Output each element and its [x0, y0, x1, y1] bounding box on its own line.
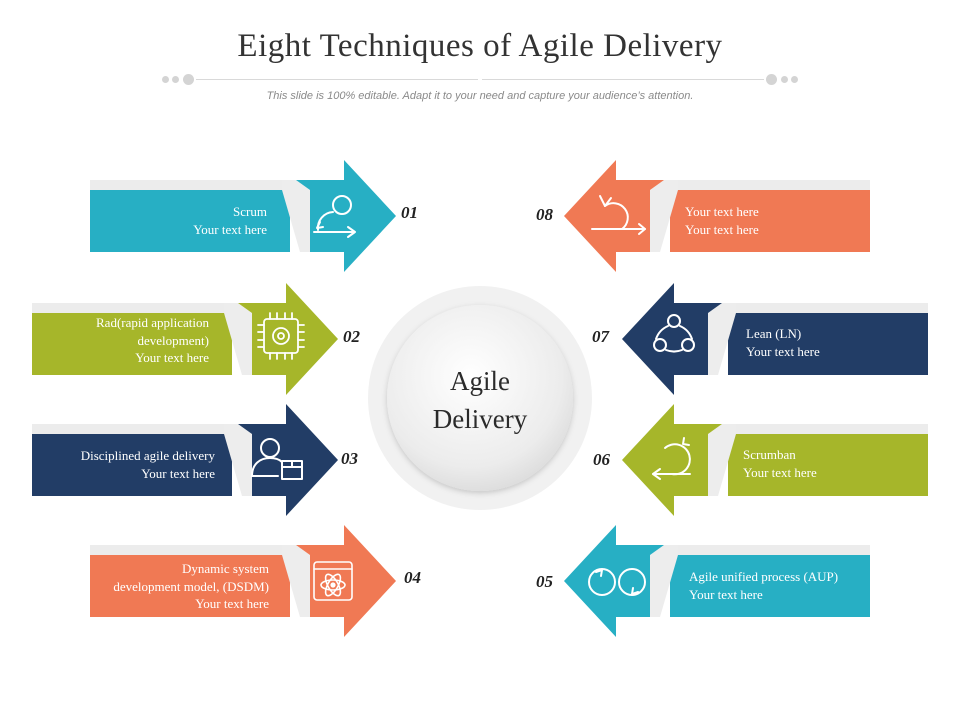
technique-07-title: Lean (LN): [746, 326, 802, 341]
rule-dot: [162, 76, 169, 83]
rule-dot: [781, 76, 788, 83]
chip-gear-icon: [257, 312, 305, 360]
rule-dot: [791, 76, 798, 83]
technique-02-title-1: Rad(rapid application: [96, 315, 209, 330]
technique-08-number: 08: [536, 205, 553, 224]
page-title: Eight Techniques of Agile Delivery: [237, 28, 723, 64]
technique-08-text: Your text here: [685, 221, 759, 237]
technique-05-title: Agile unified process (AUP): [689, 569, 839, 584]
technique-01-number: 01: [401, 203, 418, 222]
title-rule-right: [482, 79, 764, 80]
user-box-icon: [251, 438, 303, 480]
technique-08-arrow: [564, 160, 870, 272]
technique-06-number: 06: [593, 450, 610, 469]
technique-03-label: Disciplined agile delivery Your text her…: [81, 447, 215, 482]
infinity-loop-icon: [588, 568, 646, 596]
technique-01-label: Scrum Your text here: [193, 203, 267, 238]
technique-06-title: Scrumban: [743, 447, 796, 462]
technique-02-text: Your text here: [135, 350, 209, 365]
technique-07-label: Lean (LN) Your text here: [746, 325, 820, 360]
technique-04-arrow: [90, 525, 396, 637]
title-rule-left: [196, 79, 478, 80]
technique-07-arrow: [622, 283, 928, 395]
sprint-loop-icon: [591, 195, 646, 235]
technique-04-text: Your text here: [195, 596, 269, 611]
technique-02-number: 02: [343, 327, 360, 346]
technique-04-number: 04: [404, 568, 421, 587]
rule-dot: [766, 74, 777, 85]
technique-05-arrow: [564, 525, 870, 637]
page-subtitle: This slide is 100% editable. Adapt it to…: [266, 90, 694, 102]
atom-icon: [313, 561, 353, 601]
technique-08-title: Your text here: [685, 204, 759, 219]
technique-05-number: 05: [536, 572, 553, 591]
technique-01-arrow: [90, 160, 396, 272]
technique-03-text: Your text here: [141, 465, 215, 481]
technique-02-label: Rad(rapid application development) Your …: [96, 314, 209, 367]
network-triangle-icon: [653, 314, 695, 353]
center-line-1: Agile: [450, 366, 510, 396]
technique-07-number: 07: [592, 327, 609, 346]
technique-04-title-1: Dynamic system: [181, 561, 269, 576]
technique-07-text: Your text here: [746, 343, 820, 359]
technique-02-title-2: development): [137, 332, 209, 348]
technique-01-text: Your text here: [193, 221, 267, 237]
technique-03-number: 03: [341, 449, 358, 468]
cycle-person-icon: [313, 195, 356, 238]
loop-arrow-icon: [652, 437, 691, 480]
technique-03-title: Disciplined agile delivery: [80, 448, 215, 463]
rule-dot: [183, 74, 194, 85]
technique-05-text: Your text here: [689, 586, 763, 602]
center-line-2: Delivery: [432, 404, 528, 434]
technique-04-label: Dynamic system development model, (DSDM)…: [113, 560, 269, 613]
technique-06-label: Scrumban Your text here: [743, 446, 817, 481]
center-label: Agile Delivery: [400, 362, 560, 438]
rule-dot: [172, 76, 179, 83]
center-circle: [387, 305, 573, 491]
technique-08-label: Your text here Your text here: [685, 203, 759, 238]
technique-06-text: Your text here: [743, 464, 817, 480]
technique-06-arrow: [622, 404, 928, 516]
technique-04-title-2: development model, (DSDM): [113, 578, 269, 594]
technique-01-title: Scrum: [233, 204, 267, 219]
technique-05-label: Agile unified process (AUP) Your text he…: [689, 568, 838, 603]
